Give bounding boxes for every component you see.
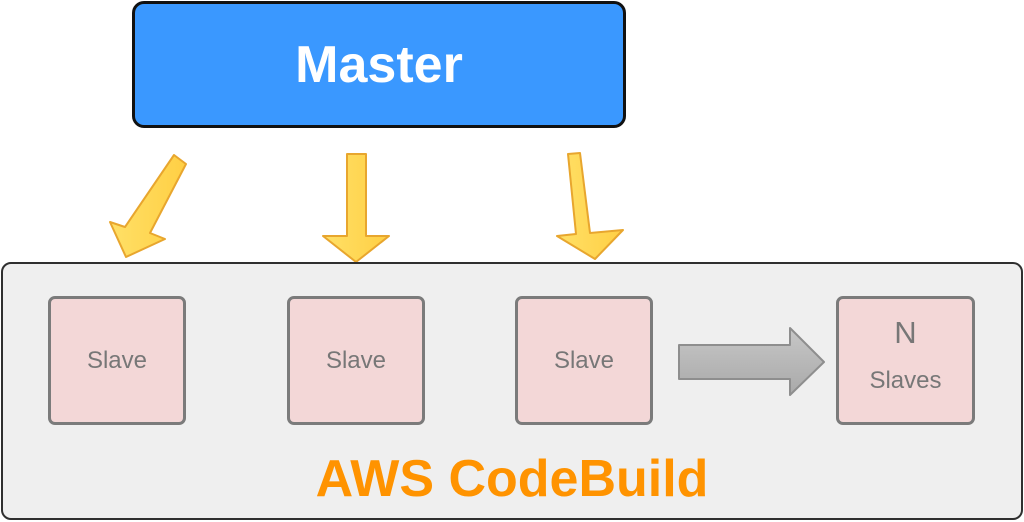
arrow-to-slave-1-icon [109,154,187,258]
slave-node: Slave [287,296,425,425]
n-slaves-node: N Slaves [836,296,975,425]
master-label: Master [295,35,463,94]
n-slaves-label: Slaves [869,367,942,394]
master-node: Master [132,1,626,128]
slave-label: Slave [325,346,387,374]
slave-node: Slave [515,296,653,425]
arrow-to-slave-3-icon [556,152,624,260]
slave-label: Slave [86,346,148,374]
slave-node: Slave [48,296,186,425]
slave-label: Slave [553,346,615,374]
arrow-to-slave-2-icon [322,153,390,263]
codebuild-label: AWS CodeBuild [315,450,709,508]
n-slaves-count: N [894,315,917,350]
